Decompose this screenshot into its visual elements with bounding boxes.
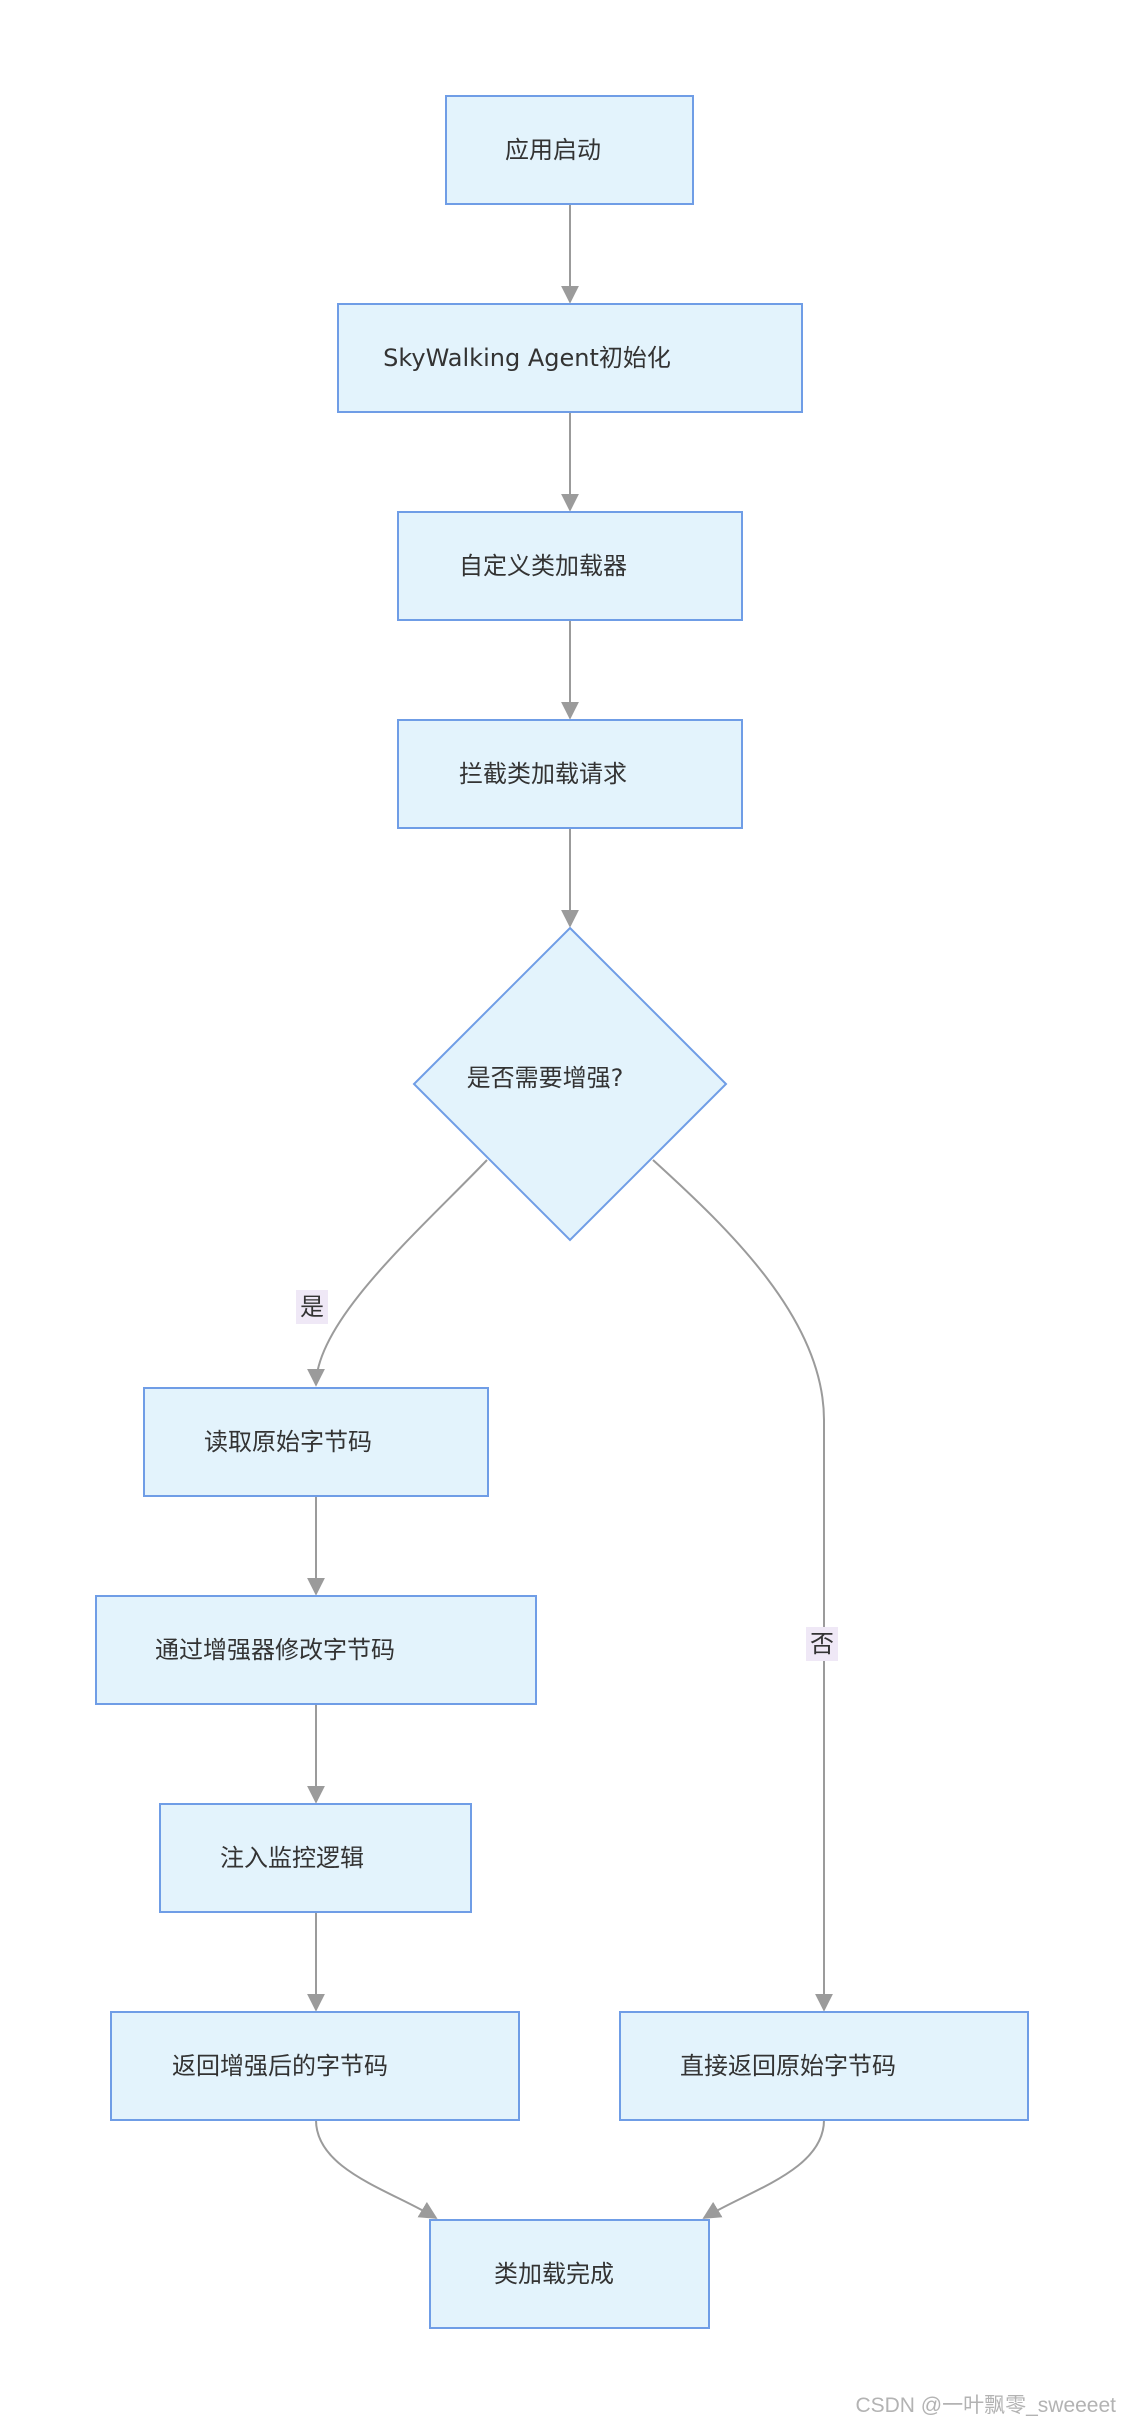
node-read-bytecode-label: 读取原始字节码 bbox=[204, 1428, 372, 1456]
node-return-original-label: 直接返回原始字节码 bbox=[680, 2052, 896, 2080]
node-inject-logic: 注入监控逻辑 bbox=[159, 1803, 472, 1913]
node-modify-bytecode-label: 通过增强器修改字节码 bbox=[155, 1636, 395, 1664]
node-intercept: 拦截类加载请求 bbox=[397, 719, 743, 829]
edge-decision-no bbox=[652, 1159, 833, 2012]
node-app-start: 应用启动 bbox=[445, 95, 694, 205]
node-agent-init-label: SkyWalking Agent初始化 bbox=[383, 344, 671, 372]
node-load-done: 类加载完成 bbox=[429, 2219, 710, 2329]
edge-label-yes-text: 是 bbox=[300, 1293, 324, 1321]
node-return-enhanced: 返回增强后的字节码 bbox=[110, 2011, 520, 2121]
edge-return-enhanced-to-done bbox=[315, 2119, 438, 2219]
node-decision-label: 是否需要增强? bbox=[467, 1064, 624, 1092]
node-custom-loader-label: 自定义类加载器 bbox=[459, 552, 627, 580]
edge-return-original-to-done bbox=[702, 2119, 825, 2219]
edges bbox=[307, 204, 833, 2219]
node-custom-loader: 自定义类加载器 bbox=[397, 511, 743, 621]
node-app-start-label: 应用启动 bbox=[505, 136, 601, 164]
edge-decision-yes bbox=[307, 1159, 488, 1387]
edge-label-no-text: 否 bbox=[810, 1630, 834, 1658]
node-return-original: 直接返回原始字节码 bbox=[619, 2011, 1029, 2121]
node-intercept-label: 拦截类加载请求 bbox=[459, 760, 627, 788]
node-agent-init: SkyWalking Agent初始化 bbox=[337, 303, 803, 413]
edge-label-no: 否 bbox=[806, 1627, 838, 1661]
node-load-done-label: 类加载完成 bbox=[494, 2260, 614, 2288]
node-return-enhanced-label: 返回增强后的字节码 bbox=[172, 2052, 388, 2080]
edge-label-yes: 是 bbox=[296, 1290, 328, 1324]
node-decision-need-enhance: 是否需要增强? bbox=[412, 926, 728, 1242]
node-modify-bytecode: 通过增强器修改字节码 bbox=[95, 1595, 537, 1705]
node-read-bytecode: 读取原始字节码 bbox=[143, 1387, 489, 1497]
node-inject-logic-label: 注入监控逻辑 bbox=[220, 1844, 364, 1872]
watermark: CSDN @一叶飘零_sweeeet bbox=[855, 2394, 1116, 2417]
